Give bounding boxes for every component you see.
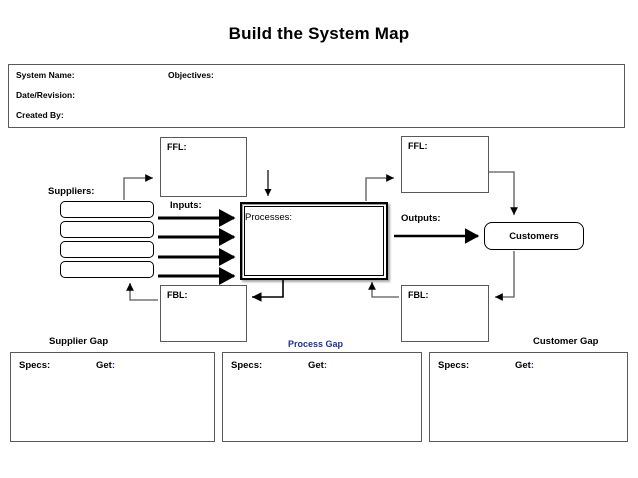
process-gap-get-label: Get: <box>308 360 328 371</box>
process-gap-specs-label: Specs: <box>231 360 263 371</box>
supplier-gap-specs-label: Specs: <box>19 360 51 371</box>
customer-gap-box[interactable]: Specs: Get: <box>429 352 628 442</box>
page-title: Build the System Map <box>228 24 410 43</box>
fbl-left-box[interactable]: FBL: <box>160 285 247 342</box>
ffl-left-box[interactable]: FFL: <box>160 137 247 197</box>
suppliers-label: Suppliers: <box>48 186 95 197</box>
fbl-right-box[interactable]: FBL: <box>401 285 489 342</box>
fbl-left-label: FBL: <box>167 290 188 300</box>
supplier-row-2[interactable] <box>60 221 154 238</box>
supplier-gap-get-label: Get: <box>96 360 116 371</box>
inputs-label: Inputs: <box>170 200 202 211</box>
supplier-gap-box[interactable]: Specs: Get: <box>10 352 215 442</box>
processes-inner-frame: Processes: <box>244 206 384 276</box>
supplier-row-3[interactable] <box>60 241 154 258</box>
created-by-label: Created By: <box>16 110 64 120</box>
process-gap-caption: Process Gap <box>288 339 344 349</box>
objectives-label: Objectives: <box>168 70 214 80</box>
customer-gap-caption: Customer Gap <box>533 336 599 347</box>
processes-box[interactable]: Processes: <box>240 202 388 280</box>
processes-label: Processes: <box>245 212 292 223</box>
fbl-right-label: FBL: <box>408 290 429 300</box>
supplier-row-4[interactable] <box>60 261 154 278</box>
supplier-gap-caption: Supplier Gap <box>49 336 109 347</box>
customer-gap-specs-label: Specs: <box>438 360 470 371</box>
process-gap-box[interactable]: Specs: Get: <box>222 352 422 442</box>
ffl-right-box[interactable]: FFL: <box>401 136 489 193</box>
supplier-row-1[interactable] <box>60 201 154 218</box>
header-info-box <box>8 64 625 128</box>
ffl-left-label: FFL: <box>167 142 187 152</box>
date-revision-label: Date/Revision: <box>16 90 76 100</box>
outputs-label: Outputs: <box>401 213 441 224</box>
system-name-label: System Name: <box>16 70 75 80</box>
customers-box[interactable]: Customers <box>484 222 584 250</box>
customer-gap-get-label: Get: <box>515 360 535 371</box>
ffl-right-label: FFL: <box>408 141 428 151</box>
